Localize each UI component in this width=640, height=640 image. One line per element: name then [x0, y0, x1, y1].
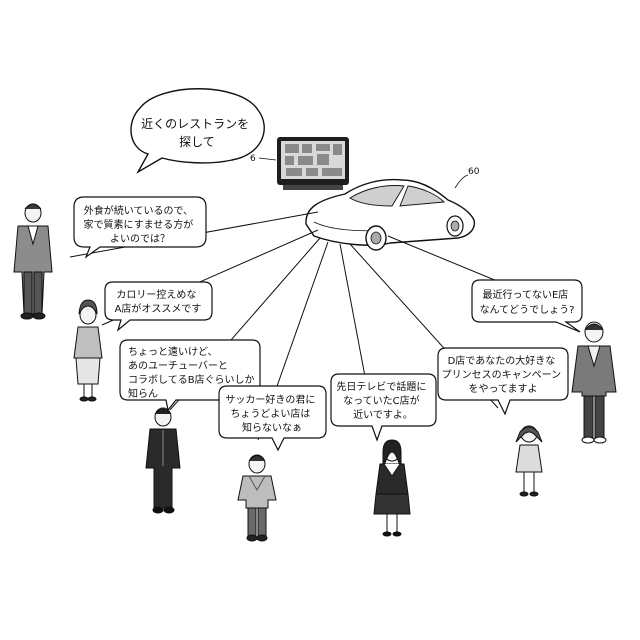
bubble-man-right-line-1: 最近行ってないE店 [482, 288, 568, 301]
bubble-girl-small-line-2: プリンセスのキャンペーン [442, 369, 562, 381]
person-boy-uniform [146, 408, 180, 513]
navigation-display: 6 [250, 137, 349, 190]
speech-bubble-girl-sailor: 先日テレビで話題に なっていたC店が 近いですよ。 [331, 374, 436, 440]
bubble-girl-sailor-line-3: 近いですよ。 [353, 408, 413, 421]
person-girl-small [516, 426, 542, 496]
display-ref-number: 6 [250, 154, 256, 164]
bubble-girl-small-line-3: をやってますよ [469, 383, 538, 395]
car-ref-number: 60 [468, 167, 480, 177]
bubble-woman-left-line-1: カロリー控えめな [116, 288, 196, 301]
speech-bubble-woman-left: カロリー控えめな A店がオススメです [105, 282, 212, 330]
bubble-boy-soccer-line-3: 知らないなぁ [242, 421, 302, 434]
bubble-man-left-line-3: よいのでは？ [110, 233, 170, 245]
bubble-girl-sailor-line-2: なっていたC店が [343, 394, 419, 407]
person-woman-left [74, 300, 102, 401]
bubble-boy-soccer-line-1: サッカー好きの君に [225, 394, 315, 406]
bubble-boy-uniform-line-4: 知らん [128, 387, 158, 400]
person-man-right [572, 322, 616, 443]
bubble-man-right-line-2: なんてどうでしょう? [480, 304, 575, 316]
bubble-woman-left-line-2: A店がオススメです [115, 302, 202, 315]
bubble-girl-small-line-1: D店であなたの大好きな [448, 354, 556, 367]
bubble-boy-uniform-line-2: あのユーチューバーと [128, 360, 228, 372]
top-bubble-line-1: 近くのレストランを [141, 117, 249, 131]
speech-bubble-girl-small: D店であなたの大好きな プリンセスのキャンペーン をやってますよ [438, 348, 568, 414]
bubble-boy-soccer-line-2: ちょうどよい店は [230, 407, 310, 420]
top-speech-bubble: 近くのレストランを 探して [131, 89, 264, 172]
speech-bubble-boy-soccer: サッカー好きの君に ちょうどよい店は 知らないなぁ [219, 386, 326, 450]
speech-bubble-man-right: 最近行ってないE店 なんてどうでしょう? [472, 280, 582, 332]
bubble-man-left-line-1: 外食が続いているので、 [84, 204, 193, 217]
person-man-left [14, 204, 52, 319]
bubble-boy-uniform-line-3: コラボしてるB店ぐらいしか [128, 373, 255, 386]
person-boy-soccer [238, 455, 276, 541]
top-bubble-line-2: 探して [179, 135, 215, 149]
speech-bubble-man-left: 外食が続いているので、 家で質素にすませる方が よいのでは？ [74, 197, 206, 257]
bubble-man-left-line-2: 家で質素にすませる方が [84, 218, 194, 231]
person-girl-sailor [374, 440, 410, 536]
bubble-girl-sailor-line-1: 先日テレビで話題に [336, 380, 426, 393]
bubble-boy-uniform-line-1: ちょっと遠いけど、 [128, 345, 218, 358]
